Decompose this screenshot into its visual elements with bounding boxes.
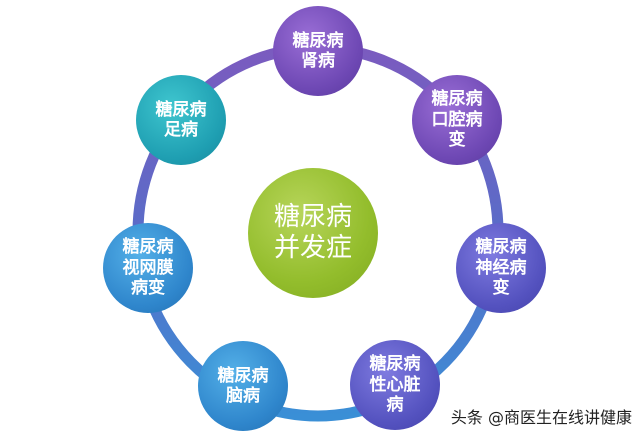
node-heart-disease: 糖尿病 性心脏 病 [350, 340, 440, 430]
center-node-diabetes-complications: 糖尿病 并发症 [248, 168, 378, 298]
center-line-1: 糖尿病 [273, 201, 352, 232]
node-line: 病变 [131, 278, 165, 299]
node-line: 足病 [164, 120, 198, 140]
node-line: 糖尿病 [122, 237, 174, 258]
node-line: 视网膜 [122, 257, 174, 278]
node-line: 变 [492, 278, 510, 299]
node-line: 糖尿病 [431, 89, 483, 110]
node-kidney-disease: 糖尿病 肾病 [273, 6, 363, 96]
node-line: 口腔病 [431, 109, 483, 130]
node-line: 性心脏 [369, 374, 421, 395]
node-brain-disease: 糖尿病 脑病 [198, 341, 288, 431]
center-line-2: 并发症 [273, 233, 352, 263]
node-line: 病 [386, 395, 404, 416]
node-oral-disease: 糖尿病 口腔病 变 [412, 75, 502, 165]
node-foot-disease: 糖尿病 足病 [136, 75, 226, 165]
node-neuropathy: 糖尿病 神经病 变 [456, 223, 546, 313]
node-line: 肾病 [301, 51, 335, 71]
node-retinopathy: 糖尿病 视网膜 病变 [103, 223, 193, 313]
node-line: 糖尿病 [475, 237, 527, 258]
node-line: 糖尿病 [217, 365, 269, 386]
node-line: 糖尿病 [155, 99, 207, 120]
node-line: 糖尿病 [292, 30, 344, 51]
node-line: 变 [448, 130, 466, 151]
node-line: 神经病 [475, 257, 527, 278]
node-line: 脑病 [226, 386, 260, 406]
watermark: 头条 @商医生在线讲健康 [450, 408, 632, 427]
node-line: 糖尿病 [369, 354, 421, 375]
